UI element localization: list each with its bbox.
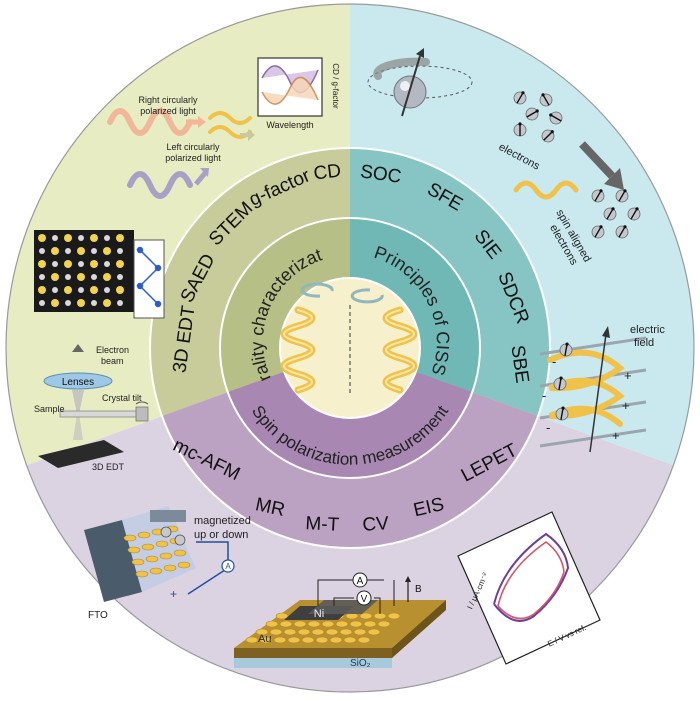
device-substrate-label: SiO₂ xyxy=(350,658,371,669)
stem-atom xyxy=(64,234,72,242)
stem-atom xyxy=(38,286,46,294)
stem-atom xyxy=(91,248,97,254)
stem-atom xyxy=(65,274,71,280)
magnet-tip-icon xyxy=(150,510,186,522)
stem-atom xyxy=(117,248,123,254)
svg-text:+: + xyxy=(622,398,630,413)
svg-text:A: A xyxy=(225,562,231,571)
stem-atom xyxy=(116,234,124,242)
stem-image xyxy=(34,230,134,312)
tech-m-t: M-T xyxy=(305,513,340,536)
stem-atom xyxy=(91,274,97,280)
device-field-label: B xyxy=(415,584,422,595)
svg-text:-: - xyxy=(552,354,556,369)
tech-cd: CD xyxy=(312,160,342,184)
edt-crystal-tilt-label: Crystal tilt xyxy=(102,393,142,403)
stem-atom xyxy=(78,287,84,293)
stem-atom xyxy=(52,261,58,267)
spin-up-electron-icon xyxy=(161,527,171,537)
spin-down-electron-icon xyxy=(175,535,185,545)
stem-atom xyxy=(117,274,123,280)
stem-atom xyxy=(90,260,98,268)
stem-atom xyxy=(51,273,59,281)
stem-atom xyxy=(77,273,85,281)
stem-atom xyxy=(104,235,110,241)
stem-atom xyxy=(104,287,110,293)
stem-atom xyxy=(51,299,59,307)
stem-atom xyxy=(39,248,45,254)
stem-atom xyxy=(52,235,58,241)
svg-text:-: - xyxy=(546,420,550,435)
stem-atom xyxy=(64,260,72,268)
fto-label: FTO xyxy=(88,610,108,621)
stem-atom xyxy=(103,247,111,255)
stem-atom xyxy=(90,286,98,294)
stem-atom xyxy=(77,299,85,307)
stem-atom xyxy=(65,248,71,254)
stem-atom xyxy=(52,287,58,293)
tech-cv: CV xyxy=(362,513,390,536)
edt-sample-label: Sample xyxy=(34,404,65,414)
stem-atom xyxy=(38,260,46,268)
stem-atom xyxy=(116,286,124,294)
svg-text:+: + xyxy=(624,368,632,383)
stem-atom xyxy=(38,234,46,242)
device-voltmeter-label: V xyxy=(361,594,368,605)
stem-atom xyxy=(78,261,84,267)
device-ammeter-label: A xyxy=(357,576,364,587)
electron-icon xyxy=(542,130,554,142)
edt-3d-edt-label: 3D EDT xyxy=(92,462,125,472)
stem-atom xyxy=(116,260,124,268)
stem-atom xyxy=(117,300,123,306)
stem-atom xyxy=(64,286,72,294)
stem-atom xyxy=(103,273,111,281)
stem-atom xyxy=(104,261,110,267)
svg-text:+: + xyxy=(612,428,620,443)
fto-magnetized-label: magnetized xyxy=(194,515,251,527)
stem-atom xyxy=(39,300,45,306)
edt-lenses-label: Lenses xyxy=(62,377,94,388)
stem-atom xyxy=(78,235,84,241)
svg-text:-: - xyxy=(542,388,546,403)
stem-atom xyxy=(90,234,98,242)
sample-holder-icon xyxy=(60,411,140,417)
stem-atom xyxy=(77,247,85,255)
stem-atom xyxy=(103,299,111,307)
stem-atom xyxy=(65,300,71,306)
cd-xlabel: Wavelength xyxy=(266,120,313,130)
device-ni-label: Ni xyxy=(314,608,324,620)
fto-plus-sign: + xyxy=(170,587,177,601)
stem-atom xyxy=(51,247,59,255)
stem-atom xyxy=(39,274,45,280)
fto-up-or-down-label: up or down xyxy=(194,529,248,541)
tilt-holder-icon xyxy=(136,407,148,421)
cd-ylabel: CD / g-factor xyxy=(331,63,340,109)
stem-atom xyxy=(91,300,97,306)
device-au-label: Au xyxy=(258,633,271,645)
stem-illustration xyxy=(34,230,164,318)
